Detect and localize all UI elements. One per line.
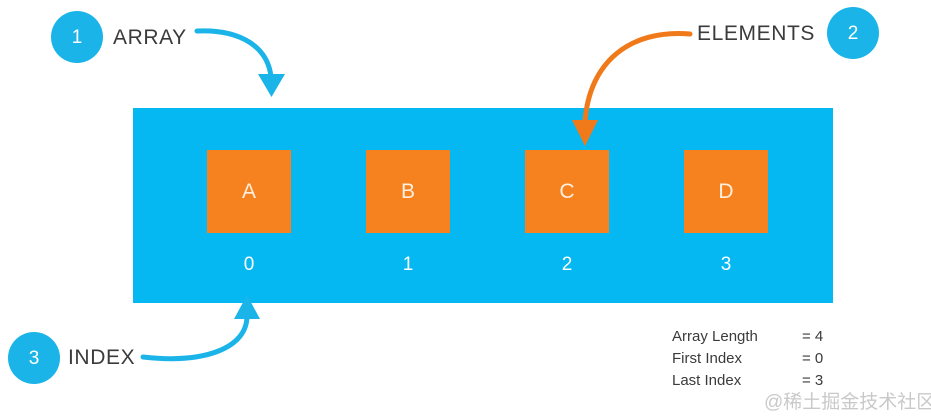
- legend-row: First Index = 0: [672, 350, 823, 372]
- callout-label-array: ARRAY: [113, 26, 187, 49]
- array-element-2: C: [525, 150, 609, 233]
- callout-label-elements: ELEMENTS: [697, 22, 815, 45]
- array-index-0: 0: [243, 254, 255, 275]
- legend-key-last-index: Last Index: [672, 371, 742, 389]
- legend-value-first-index: = 0: [802, 349, 824, 367]
- callout-badge-3: 3: [8, 332, 60, 384]
- callout-badge-2: 2: [827, 7, 879, 59]
- callout-badge-1: 1: [51, 11, 103, 63]
- callout-label-index: INDEX: [68, 346, 136, 369]
- legend-key-first-index: First Index: [672, 349, 743, 367]
- array-arrow-icon: [194, 28, 285, 97]
- legend-table: Array Length = 4 First Index = 0 Last In…: [672, 328, 823, 393]
- array-facts-legend: Array Length = 4 First Index = 0 Last In…: [672, 328, 823, 393]
- array-index-1: 1: [402, 254, 414, 275]
- array-element-0: A: [207, 150, 291, 233]
- array-element-1: B: [366, 150, 450, 233]
- legend-value-array-length: = 4: [802, 328, 824, 345]
- legend-key-array-length: Array Length: [672, 328, 758, 345]
- watermark: @稀土掘金技术社区: [764, 392, 931, 413]
- legend-row: Array Length = 4: [672, 328, 823, 350]
- index-arrow-icon: [140, 295, 260, 362]
- array-element-3: D: [684, 150, 768, 233]
- legend-row: Last Index = 3: [672, 372, 823, 394]
- array-index-3: 3: [720, 254, 732, 275]
- array-container: A 0 B 1 C 2 D 3: [133, 108, 833, 303]
- array-index-2: 2: [561, 254, 573, 275]
- legend-value-last-index: = 3: [802, 371, 824, 389]
